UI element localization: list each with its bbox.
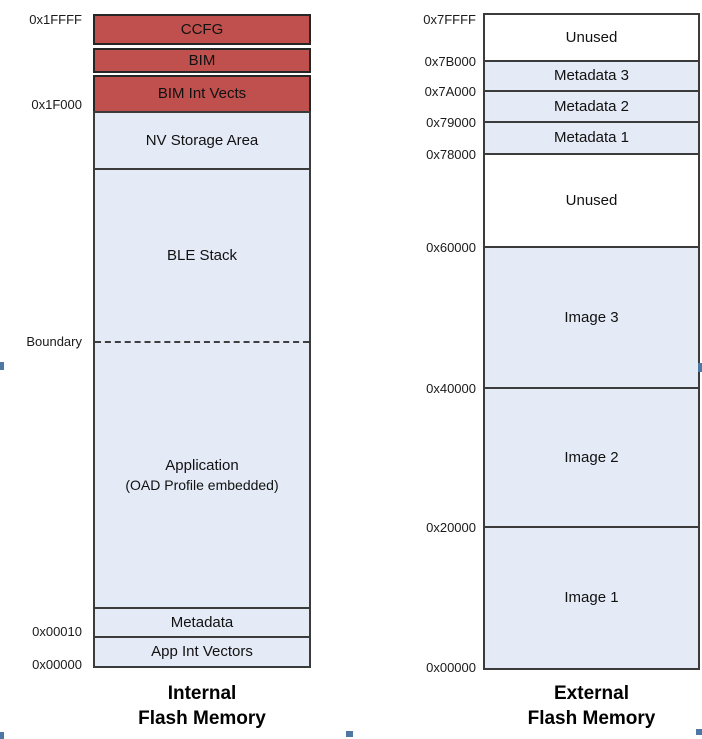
- region-application: Application (OAD Profile embedded): [95, 343, 309, 607]
- address-label-0x7FFFF: 0x7FFFF: [423, 12, 476, 27]
- region-ccfg: CCFG: [93, 14, 311, 45]
- region-nv-storage-area: NV Storage Area: [93, 111, 311, 170]
- region-metadata-3: Metadata 3: [483, 60, 700, 92]
- address-label-0x7A000: 0x7A000: [424, 84, 476, 99]
- address-label-0x40000: 0x40000: [426, 381, 476, 396]
- region-label: BIM: [188, 51, 216, 69]
- region-label: Metadata 3: [553, 67, 630, 84]
- region-label: Image 3: [564, 308, 619, 326]
- region-label: BLE Stack: [166, 246, 238, 264]
- address-label-0x78000: 0x78000: [426, 147, 476, 162]
- region-metadata: Metadata: [93, 607, 311, 638]
- address-label-0x1F000: 0x1F000: [31, 97, 82, 112]
- region-label: Application: [165, 456, 239, 474]
- region-bim-int-vects: BIM Int Vects: [93, 75, 311, 113]
- address-label-0x00010: 0x00010: [32, 624, 82, 639]
- selection-handle-bottom-left[interactable]: [0, 732, 4, 739]
- selection-handle-left-middle[interactable]: [0, 362, 4, 370]
- region-image-3: Image 3: [483, 246, 700, 389]
- region-app-int-vectors: App Int Vectors: [93, 636, 311, 668]
- title-line-2: Flash Memory: [527, 708, 656, 729]
- selection-handle-bottom-right[interactable]: [696, 729, 702, 735]
- region-label: Metadata 2: [553, 97, 630, 115]
- address-label-0x7B000: 0x7B000: [424, 54, 476, 69]
- region-image-2: Image 2: [483, 387, 700, 528]
- address-label-0x00000: 0x00000: [32, 657, 82, 672]
- selection-handle-bottom-center[interactable]: [346, 731, 353, 737]
- region-metadata-2: Metadata 2: [483, 90, 700, 123]
- internal-flash-title: Internal Flash Memory: [93, 681, 311, 731]
- address-label-0x79000: 0x79000: [426, 115, 476, 130]
- address-label-0x20000: 0x20000: [426, 520, 476, 535]
- region-unused-middle: Unused: [483, 153, 700, 248]
- region-label: BIM Int Vects: [157, 85, 247, 102]
- region-label: NV Storage Area: [145, 131, 259, 149]
- region-label: Unused: [565, 28, 618, 46]
- title-line-1: Internal: [167, 683, 237, 704]
- external-flash-title: External Flash Memory: [483, 681, 700, 731]
- region-image-1: Image 1: [483, 526, 700, 670]
- region-label: Metadata 1: [553, 129, 630, 146]
- region-bim: BIM: [93, 48, 311, 73]
- address-label-0x00000-ext: 0x00000: [426, 660, 476, 675]
- boundary-label: Boundary: [26, 334, 82, 349]
- region-label: CCFG: [180, 20, 224, 38]
- region-label: Image 1: [564, 589, 619, 606]
- region-label: Unused: [565, 191, 618, 209]
- region-ble-stack: BLE Stack: [95, 170, 309, 343]
- address-label-0x1FFFF: 0x1FFFF: [29, 12, 82, 27]
- region-label: Metadata: [170, 613, 234, 631]
- region-label: App Int Vectors: [151, 643, 253, 660]
- region-metadata-1: Metadata 1: [483, 121, 700, 155]
- region-label: Image 2: [564, 448, 619, 466]
- title-line-1: External: [554, 683, 629, 704]
- title-line-2: Flash Memory: [138, 708, 266, 729]
- region-ble-stack-and-application: BLE Stack Application (OAD Profile embed…: [93, 168, 311, 609]
- region-unused-top: Unused: [483, 13, 700, 62]
- region-sublabel: (OAD Profile embedded): [125, 476, 279, 493]
- address-label-0x60000: 0x60000: [426, 240, 476, 255]
- selection-handle-right-middle[interactable]: [698, 363, 702, 372]
